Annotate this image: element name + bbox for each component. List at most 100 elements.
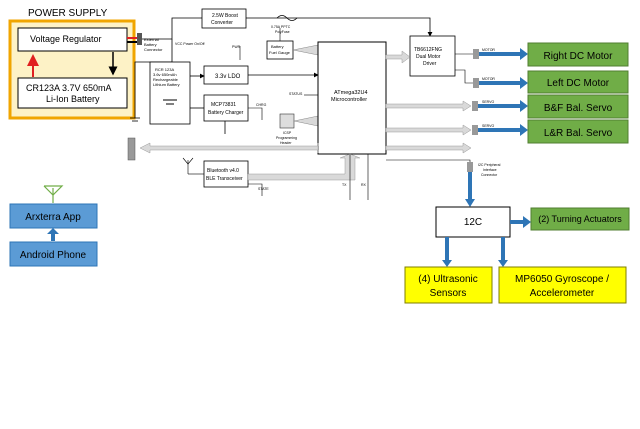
ultrasonic-label-1: (4) Ultrasonic [418,274,477,285]
bf-servo-box [527,94,629,119]
icsp-header-connector [279,113,295,129]
android-phone-label: Android Phone [20,250,87,261]
wire-connector-to-boost [142,17,202,40]
external-battery-connector [137,33,142,45]
i2c-connector-label-1: I2C Peripheral [478,163,501,167]
outputs-group: Right DC Motor Left DC Motor B&F Bal. Se… [478,42,629,144]
motor-driver-label-3: Driver [423,61,437,67]
boost-converter-label-1: 2.5W Boost [212,13,238,19]
boost-converter-box [201,8,247,29]
ultrasonic-sensors-box [404,266,493,304]
left-dc-motor-box [527,70,629,94]
android-phone-box [9,241,98,267]
rcr-battery-label-2: 3.6v 650mAh [153,72,177,77]
lr-servo-arrow [478,124,528,136]
icsp-label-2: Programming [276,136,297,140]
power-supply-title: POWER SUPPLY [28,8,108,19]
servo-bus-a [385,100,472,112]
charger-label-2: Battery Charger [208,110,244,116]
i2c-connector-label-2: Interface [483,168,497,172]
servo-b-label: SERVO [482,124,494,128]
pwr-label: PWR [232,45,241,49]
motor-driver-label-1: TB6612FNG [414,47,442,53]
usb-bus-arrow [139,142,319,154]
right-dc-motor-label: Right DC Motor [544,51,614,62]
turning-actuators-arrow [510,216,531,228]
ldo-label: 3.3v LDO [215,74,241,80]
wire-boost-to-motor-driver [246,17,433,37]
ptc-fuse-label-1: 0.75A PPTC [271,25,291,29]
ptc-fuse-label-2: PolyFuse [275,30,290,34]
usb-connector [127,137,136,161]
phone-to-app-arrow [47,228,59,241]
motor-a-label: MOTOR [482,48,495,52]
rcr-battery-label-3: Rechargeable [153,77,179,82]
turning-actuators-label: (2) Turning Actuators [538,214,622,224]
external-battery-label-2: Battery [144,42,157,47]
fuel-gauge-label-1: Battery [271,44,284,49]
battery-label-line1: CR123A 3.7V 650mA [26,83,112,93]
external-battery-label-3: Connector [144,47,163,52]
bluetooth-to-mcu-bus [247,153,361,181]
bluetooth-label-1: Bluetooth v4.0 [207,168,239,174]
i2c-connector [467,162,473,172]
rx-label: RX [361,183,367,187]
icsp-label-1: ICSP [283,131,292,135]
i2c-connector-label-3: Connector [481,173,498,177]
i2c-bus-arrow [385,142,472,154]
mcu-to-motor-driver-bus [385,50,411,64]
power-supply-group: POWER SUPPLY Voltage Regulator CR123A 3.… [8,8,137,120]
ultrasonic-arrow [442,237,452,267]
microcontroller-box [317,41,387,155]
turning-actuators-box [530,207,630,231]
status-label: STATUS [289,92,303,96]
motor-driver-label-2: Dual Motor [416,54,441,60]
battery-label-line2: Li-Ion Battery [46,94,100,104]
servo-bus-b [385,124,472,136]
ultrasonic-label-2: Sensors [430,288,467,299]
voltage-regulator-label: Voltage Regulator [30,34,102,44]
motor-driver-box [409,35,456,77]
rcr-battery-label-1: RCR 123A [155,67,174,72]
boost-converter-label-2: Converter [211,20,233,26]
rcr-battery-label-4: Lithium Battery [153,82,180,87]
bf-servo-arrow [478,100,528,112]
gyro-accelerometer-box [498,266,627,304]
i2c-down-arrow [465,172,475,207]
lr-servo-label: L&R Bal. Servo [544,128,613,139]
right-dc-motor-box [527,42,629,67]
bf-servo-label: B&F Bal. Servo [544,103,613,114]
icsp-label-3: Header [280,141,292,145]
fuel-gauge-label-2: Fuel Gauge [269,50,291,55]
right-motor-arrow [479,48,528,60]
battery-box [17,77,128,109]
vcc-power-label: VCC Power On/Off [175,42,205,46]
phone-group: Arxterra App Android Phone [9,185,98,267]
servo-a-label: SERVO [482,100,494,104]
charger-label-1: MCP73831 [211,102,236,108]
gyro-label-1: MP6050 Gyroscope / [515,274,609,285]
lr-servo-box [527,119,629,144]
rechargeable-battery-box [149,61,191,125]
gyro-arrow [498,237,508,267]
board-group: External Battery Connector VCC Power On/… [127,8,501,200]
fuel-gauge-to-mcu-bus [292,44,319,56]
mcu-label-2: Microcontroller [331,97,367,103]
gyro-label-2: Accelerometer [530,288,595,299]
battery-charger-box [203,94,249,122]
bluetooth-label-2: BLE Transceiver [206,176,243,182]
state-label: STATE [258,187,269,191]
i2c-bus-label: 12C [464,217,482,228]
arxterra-app-label: Arxterra App [25,212,81,223]
tx-label: TX [342,183,347,187]
voltage-regulator-box [17,27,128,52]
left-motor-arrow [479,77,528,89]
external-battery-label-1: External [144,37,159,42]
mcu-label-1: ATmega32U4 [334,90,368,96]
arxterra-app-box [9,203,98,229]
motor-b-label: MOTOR [482,77,495,81]
bluetooth-box [203,160,249,188]
chrg-label: CHRG [256,103,267,107]
i2c-group: 12C (2) Turning Actuators (4) Ultrasonic… [404,172,630,304]
